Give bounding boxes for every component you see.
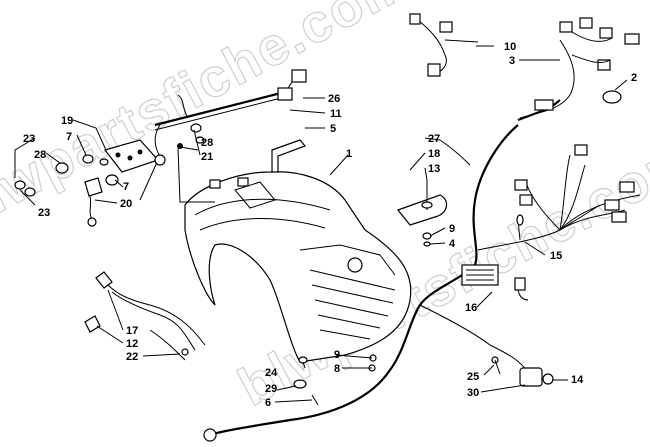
callout-22: 22 — [126, 351, 138, 363]
callout-24: 24 — [265, 367, 278, 379]
callout-4: 4 — [449, 238, 456, 250]
cable-assembly — [84, 271, 206, 361]
callouts: 1 2 3 4 5 6 7 7 8 9 9 10 11 12 13 14 15 … — [23, 41, 637, 409]
callout-11: 11 — [330, 108, 342, 120]
bracket-13-18 — [397, 180, 448, 247]
module-16 — [461, 264, 499, 286]
key-switch — [84, 177, 103, 227]
callout-9b: 9 — [334, 349, 340, 361]
hood-nose-cone — [184, 171, 412, 363]
callout-19: 19 — [61, 115, 73, 127]
harness-top — [409, 13, 640, 122]
callout-13: 13 — [428, 163, 440, 175]
callout-6: 6 — [265, 397, 271, 409]
callout-25: 25 — [467, 371, 479, 383]
callout-28b: 28 — [201, 137, 213, 149]
callout-8: 8 — [334, 363, 340, 375]
callout-30: 30 — [467, 387, 479, 399]
callout-14: 14 — [571, 374, 584, 386]
callout-23b: 23 — [38, 207, 50, 219]
callout-9a: 9 — [449, 223, 455, 235]
callout-15: 15 — [550, 250, 562, 262]
callout-27: 27 — [428, 133, 440, 145]
callout-17: 17 — [126, 325, 138, 337]
callout-21: 21 — [201, 151, 213, 163]
callout-23a: 23 — [23, 133, 35, 145]
callout-10: 10 — [504, 41, 516, 53]
ring-2 — [602, 90, 622, 104]
callout-7a: 7 — [66, 131, 72, 143]
callout-28a: 28 — [34, 149, 46, 161]
callout-5: 5 — [330, 123, 336, 135]
callout-2: 2 — [631, 72, 637, 84]
callout-26: 26 — [328, 93, 340, 105]
mounting-rail — [154, 90, 286, 203]
callout-7b: 7 — [123, 181, 129, 193]
callout-20: 20 — [120, 198, 132, 210]
callout-16: 16 — [465, 302, 477, 314]
callout-3: 3 — [509, 55, 515, 67]
connector-26 — [277, 69, 307, 101]
callout-1: 1 — [346, 148, 352, 160]
callout-18: 18 — [428, 148, 440, 160]
leader-lines — [14, 45, 628, 403]
main-harness — [203, 124, 641, 442]
callout-29: 29 — [265, 383, 277, 395]
switch-wire — [154, 94, 189, 166]
bracket-5 — [271, 139, 307, 173]
washers-left — [14, 123, 205, 197]
callout-12: 12 — [126, 338, 138, 350]
switch-bracket — [103, 139, 160, 201]
